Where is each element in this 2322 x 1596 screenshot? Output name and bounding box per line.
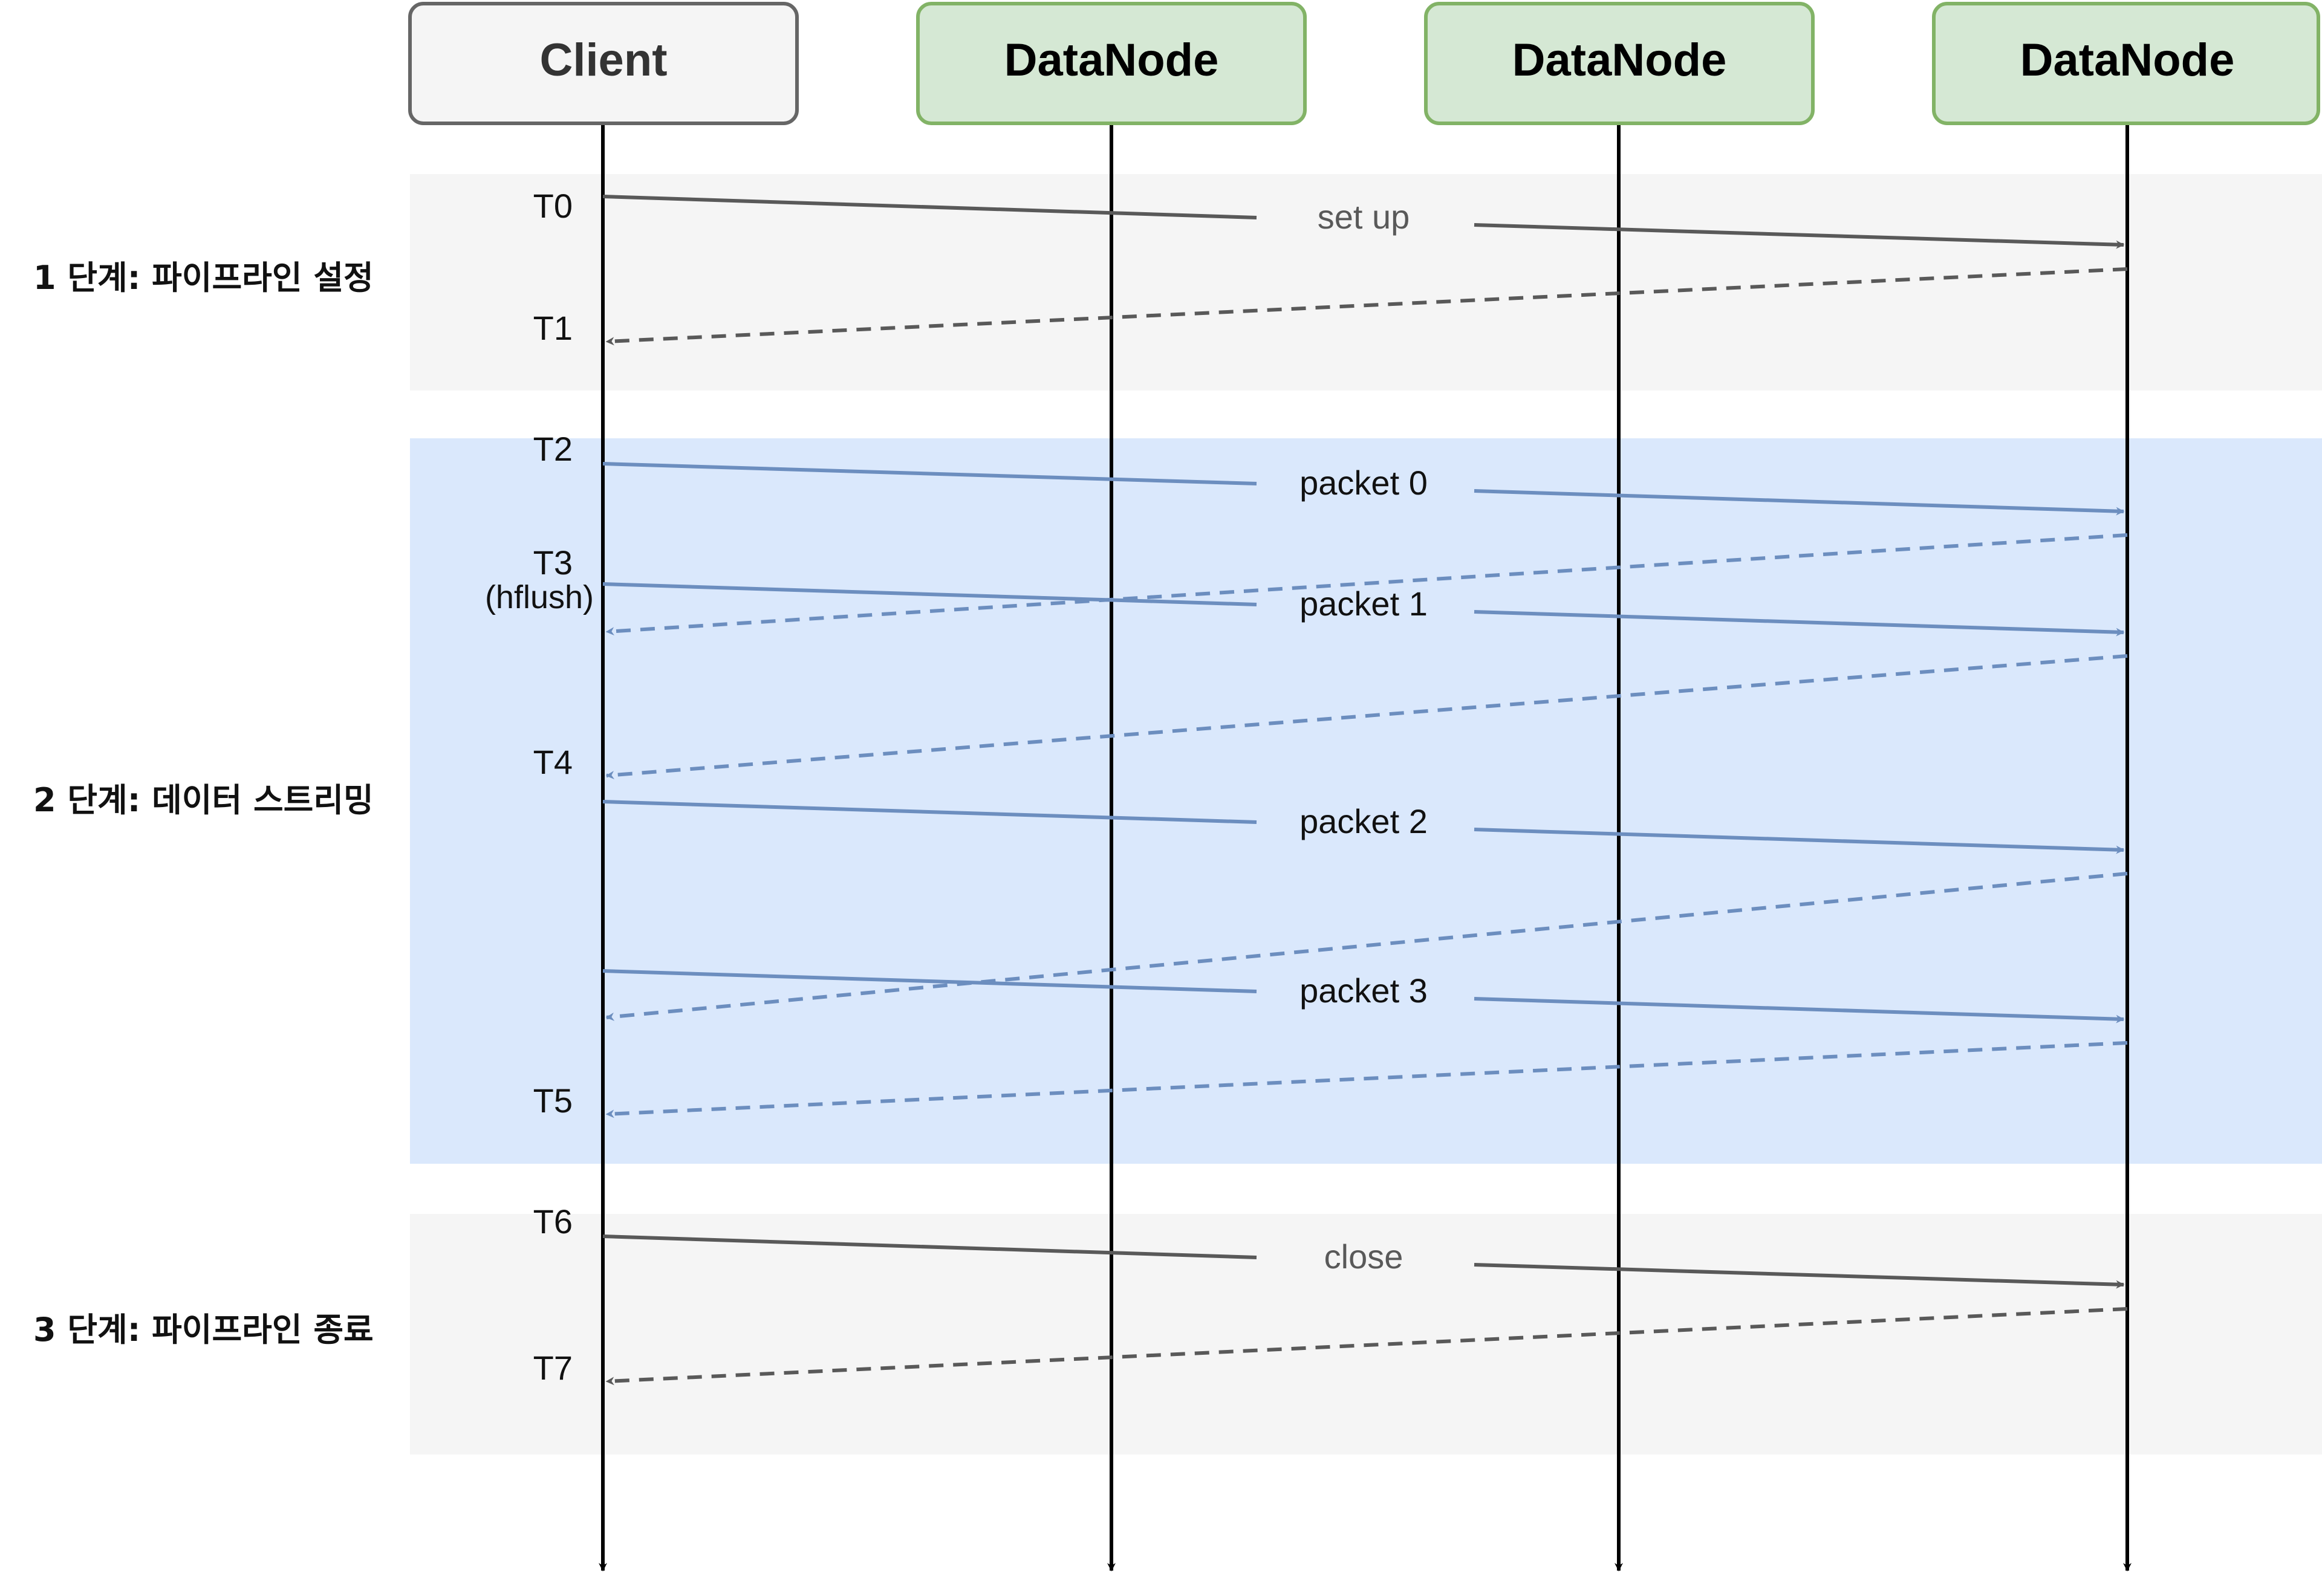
message-packet-3: packet 3 [602, 969, 2124, 1019]
ack-close-line [605, 1307, 2128, 1386]
participant-client-label: Client [539, 34, 667, 86]
phase-1-background [410, 174, 2322, 391]
ack-packet-3-line [605, 1041, 2128, 1118]
ack-packet-1 [605, 654, 2128, 779]
ack-close [605, 1307, 2128, 1386]
message-close-line [602, 1234, 2124, 1285]
participant-client: Client [408, 2, 799, 125]
message-packet-3-line [602, 969, 2124, 1019]
time-marker-t2: T2 [533, 430, 573, 468]
participants: Client DataNode DataNode DataNode [408, 2, 2320, 125]
message-packet-2-label: packet 2 [1299, 802, 1428, 840]
message-packet-1: packet 1 [602, 582, 2124, 632]
phase-labels: 1 단계: 파이프라인 설정 2 단계: 데이터 스트리밍 3 단계: 파이프라… [33, 259, 374, 1349]
message-packet-0: packet 0 [602, 462, 2124, 511]
participant-datanode-1: DataNode [916, 2, 1307, 125]
ack-packet-2-line [605, 872, 2128, 1021]
ack-setup [605, 267, 2128, 346]
phase-2-background [410, 438, 2322, 1164]
time-marker-t1: T1 [533, 309, 573, 347]
time-marker-t5: T5 [533, 1082, 573, 1120]
ack-packet-1-line [605, 654, 2128, 779]
message-setup-line [602, 195, 2124, 245]
phase-1-label: 1 단계: 파이프라인 설정 [33, 259, 374, 297]
message-packet-3-label: packet 3 [1299, 972, 1428, 1010]
message-packet-1-line [602, 582, 2124, 632]
message-packet-2: packet 2 [602, 800, 2124, 850]
ack-packet-2 [605, 872, 2128, 1021]
message-packet-2-line [602, 800, 2124, 850]
time-marker-t7: T7 [533, 1349, 573, 1387]
participant-datanode-2-label: DataNode [1512, 34, 1727, 86]
participant-datanode-1-label: DataNode [1004, 34, 1219, 86]
participant-datanode-3: DataNode [1932, 2, 2320, 125]
time-marker-t3-sub: (hflush) [485, 579, 594, 615]
time-markers: T0 T1 T2 T3 (hflush) T4 T5 T6 T7 [485, 187, 594, 1387]
message-setup-label: set up [1318, 198, 1410, 236]
ack-packet-3 [605, 1041, 2128, 1118]
message-close-label: close [1324, 1238, 1403, 1276]
time-marker-t0: T0 [533, 187, 573, 225]
message-setup: set up [602, 195, 2124, 245]
phase-2-label: 2 단계: 데이터 스트리밍 [33, 781, 374, 819]
ack-packet-0 [605, 533, 2128, 636]
time-marker-t3: T3 [533, 543, 573, 582]
phase-backgrounds [410, 174, 2322, 1455]
ack-packet-0-line [605, 533, 2128, 636]
message-packet-0-line [602, 462, 2124, 511]
phase-3-background [410, 1214, 2322, 1455]
message-packet-0-label: packet 0 [1299, 464, 1428, 502]
ack-setup-line [605, 267, 2128, 346]
time-marker-t6: T6 [533, 1202, 573, 1241]
participant-datanode-3-label: DataNode [2020, 34, 2235, 86]
phase-3-label: 3 단계: 파이프라인 종료 [33, 1311, 374, 1349]
messages: set up packet 0 packet 1 packet 2 [602, 195, 2128, 1386]
participant-datanode-2: DataNode [1424, 2, 1815, 125]
time-marker-t4: T4 [533, 743, 573, 781]
message-close: close [602, 1234, 2124, 1285]
message-packet-1-label: packet 1 [1299, 585, 1428, 623]
